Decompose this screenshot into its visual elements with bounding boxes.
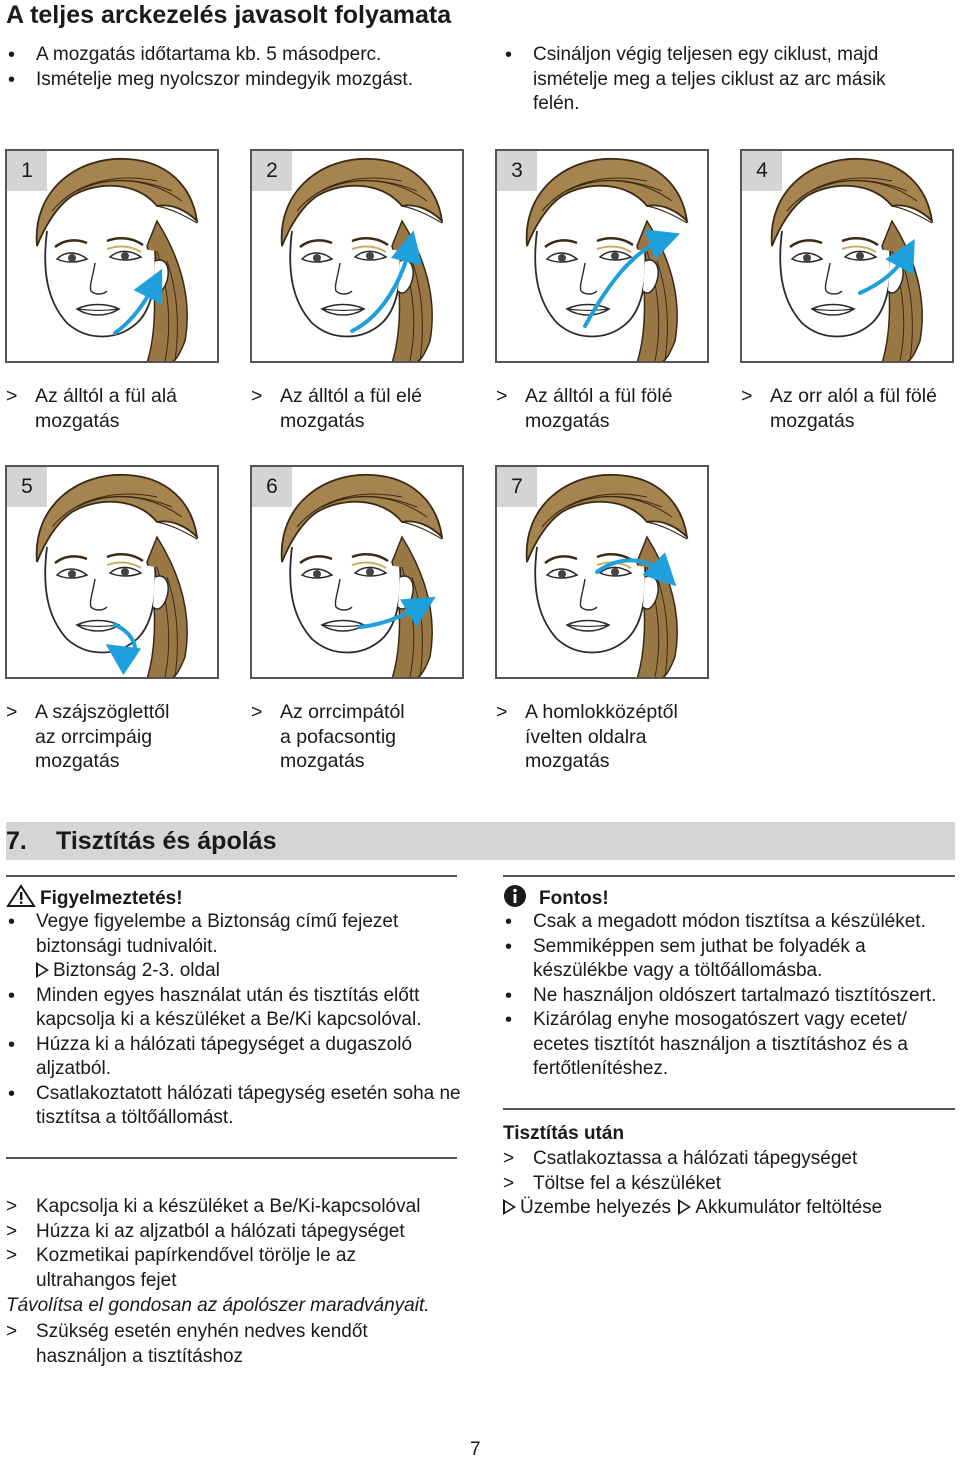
after-references: Üzembe helyezés Akkumulátor feltöltése <box>503 1196 955 1221</box>
movement-arrow <box>583 229 681 328</box>
important-heading: Fontos! <box>503 884 953 912</box>
list-item: Ismételje meg nyolcszor mindegyik mozgás… <box>6 68 466 93</box>
cleaning-last-step: Szükség esetén enyhén nedves kendőt hasz… <box>6 1320 426 1369</box>
list-item: A mozgatás időtartama kb. 5 másodperc. <box>6 43 466 68</box>
cleaning-steps: Kapcsolja ki a készüléket a Be/Ki-kapcso… <box>6 1195 456 1293</box>
warning-icon <box>6 884 36 907</box>
step-5-number: 5 <box>7 467 47 507</box>
divider <box>503 1108 955 1110</box>
step-3-number: 3 <box>497 151 537 191</box>
reference-arrow-icon <box>678 1199 692 1215</box>
list-item: Csak a megadott módon tisztítsa a készül… <box>503 910 955 935</box>
section-title: Tisztítás és ápolás <box>56 827 277 855</box>
list-item: Semmiképpen sem juthat be folyadék a kés… <box>503 935 955 984</box>
step-item: Töltse fel a készüléket <box>503 1172 943 1197</box>
reference-arrow-icon <box>36 962 49 978</box>
movement-arrow <box>113 268 163 335</box>
list-item: Csatlakoztatott hálózati tápegység eseté… <box>6 1082 461 1131</box>
intro-right-list: Csináljon végig teljesen egy ciklust, ma… <box>503 43 923 117</box>
intro-left-list: A mozgatás időtartama kb. 5 másodperc. I… <box>6 43 466 92</box>
section-number: 7. <box>6 827 27 855</box>
step-6-caption: >Az orrcimpától a pofacsontig mozgatás <box>251 701 405 772</box>
warning-list: Vegye figyelembe a Biztonság című fejeze… <box>6 910 461 1131</box>
movement-arrow <box>105 623 142 676</box>
step-5-illustration: 5 <box>5 465 219 679</box>
list-item: Vegye figyelembe a Biztonság című fejeze… <box>6 910 461 984</box>
divider <box>6 1157 457 1159</box>
step-7-illustration: 7 <box>495 465 709 679</box>
movement-arrow <box>358 596 436 629</box>
step-6-illustration: 6 <box>250 465 464 679</box>
step-item: Húzza ki az aljzatból a hálózati tápegys… <box>6 1220 456 1245</box>
divider <box>503 875 955 877</box>
movement-arrow <box>858 239 915 295</box>
info-icon <box>504 885 526 907</box>
step-4-caption: >Az orr alól a fül fölé mozgatás <box>741 385 937 432</box>
step-item: Kozmetikai papírkendővel törölje le az u… <box>6 1244 456 1293</box>
step-1-number: 1 <box>7 151 47 191</box>
step-2-caption: >Az álltól a fül elé mozgatás <box>251 385 422 432</box>
after-steps: Csatlakoztassa a hálózati tápegységet Tö… <box>503 1147 943 1196</box>
step-2-number: 2 <box>252 151 292 191</box>
step-item: Szükség esetén enyhén nedves kendőt hasz… <box>6 1320 426 1369</box>
page-number: 7 <box>470 1439 481 1460</box>
divider <box>6 875 457 877</box>
movement-arrow <box>595 552 677 587</box>
step-1-caption: >Az álltól a fül alá mozgatás <box>6 385 177 432</box>
step-7-caption: >A homlokközéptől ívelten oldalra mozgat… <box>496 701 678 772</box>
step-3-illustration: 3 <box>495 149 709 363</box>
warning-heading: Figyelmeztetés! <box>6 884 456 912</box>
list-item: Kizárólag enyhe mosogatószert vagy ecete… <box>503 1008 955 1082</box>
step-5-caption: >A szájszöglettől az orrcimpáig mozgatás <box>6 701 170 772</box>
step-4-number: 4 <box>742 151 782 191</box>
step-2-illustration: 2 <box>250 149 464 363</box>
after-heading: Tisztítás után <box>503 1123 625 1144</box>
movement-arrow <box>350 230 423 333</box>
step-item: Kapcsolja ki a készüléket a Be/Ki-kapcso… <box>6 1195 456 1220</box>
step-3-caption: >Az álltól a fül fölé mozgatás <box>496 385 673 432</box>
step-item: Csatlakoztassa a hálózati tápegységet <box>503 1147 943 1172</box>
step-4-illustration: 4 <box>740 149 954 363</box>
page-title: A teljes arckezelés javasolt folyamata <box>6 1 452 29</box>
list-item: Csináljon végig teljesen egy ciklust, ma… <box>503 43 923 117</box>
reference-arrow-icon <box>503 1199 516 1215</box>
important-list: Csak a megadott módon tisztítsa a készül… <box>503 910 955 1082</box>
cleaning-note: Távolítsa el gondosan az ápolószer marad… <box>6 1295 430 1316</box>
list-item: Húzza ki a hálózati tápegységet a dugasz… <box>6 1033 461 1082</box>
step-1-illustration: 1 <box>5 149 219 363</box>
step-6-number: 6 <box>252 467 292 507</box>
list-item: Ne használjon oldószert tartalmazó tiszt… <box>503 984 955 1009</box>
section-heading: 7. Tisztítás és ápolás <box>6 822 955 860</box>
step-7-number: 7 <box>497 467 537 507</box>
list-item: Minden egyes használat után és tisztítás… <box>6 984 461 1033</box>
